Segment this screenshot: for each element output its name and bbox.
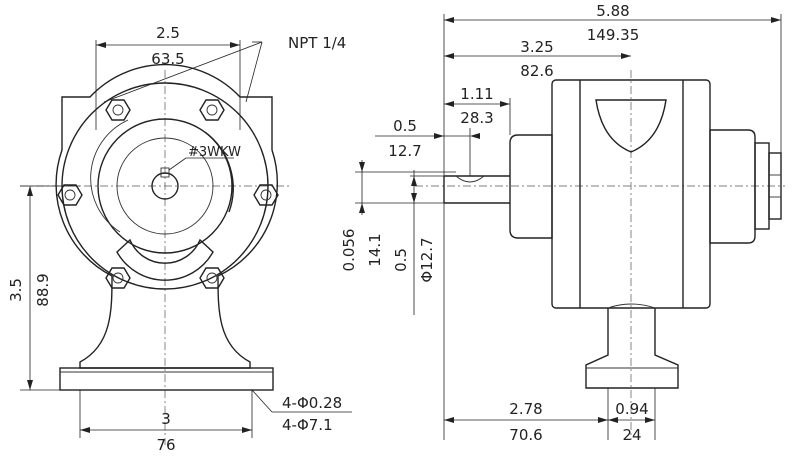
npt-leader-1 <box>103 41 263 103</box>
front-top-width-mm: 63.5 <box>151 50 184 68</box>
side-shaft-dia-mm: Φ12.7 <box>418 237 436 282</box>
front-bolt-right <box>253 184 279 206</box>
holes-note-mm: 4-Φ7.1 <box>282 416 333 434</box>
holes-leader <box>251 389 273 413</box>
keyway-leader <box>168 157 187 171</box>
side-overall-in: 5.88 <box>596 2 629 20</box>
side-hub-mm: 28.3 <box>460 109 493 127</box>
side-rear-cap <box>709 129 756 244</box>
side-center-in: 3.25 <box>520 38 553 56</box>
front-view: 2.5 63.5 NPT 1/4 #3WKW 3.5 88.9 3 76 4-Φ… <box>7 24 352 454</box>
front-base-width-in: 3 <box>161 410 171 428</box>
front-base-flange <box>59 367 274 391</box>
side-base-right-in: 0.94 <box>615 400 648 418</box>
side-view: 5.88 149.35 3.25 82.6 1.11 28.3 0.5 12.7… <box>340 2 785 444</box>
side-pedestal-web <box>607 303 656 309</box>
side-key-in: 0.5 <box>393 117 417 135</box>
shaft-key <box>455 175 485 183</box>
front-height-in: 3.5 <box>7 278 25 302</box>
holes-note-in: 4-Φ0.28 <box>282 394 342 412</box>
front-inner-circle <box>97 118 233 254</box>
front-bolt-top-right <box>199 99 225 121</box>
front-bolt-left <box>57 184 83 206</box>
side-overall-mm: 149.35 <box>587 26 640 44</box>
npt-note: NPT 1/4 <box>288 34 346 52</box>
front-top-width-in: 2.5 <box>156 24 180 42</box>
front-height-mm: 88.9 <box>34 273 52 306</box>
side-key-depth-mm: 14.1 <box>366 233 384 266</box>
npt-leader-2 <box>245 41 263 103</box>
front-bolt-bottom-left <box>105 267 131 289</box>
front-keyway <box>160 167 170 178</box>
front-partial-arc-left <box>90 119 129 233</box>
keyway-label: #3WKW <box>188 145 241 160</box>
front-bolt-top-left <box>105 99 131 121</box>
side-rear-nut <box>768 152 782 220</box>
front-partial-arc <box>204 131 234 213</box>
side-base-left-in: 2.78 <box>509 400 542 418</box>
side-base-left-mm: 70.6 <box>509 426 542 444</box>
front-hub-circle <box>116 137 214 235</box>
front-port-slot <box>116 238 214 281</box>
side-center-mm: 82.6 <box>520 62 553 80</box>
side-front-hub <box>509 134 553 239</box>
front-shaft-circle <box>151 172 179 200</box>
side-key-depth-in: 0.056 <box>340 229 358 272</box>
side-port-window <box>595 99 667 153</box>
side-pedestal <box>585 308 679 389</box>
side-hub-in: 1.11 <box>460 85 493 103</box>
front-bolt-bottom-right <box>199 267 225 289</box>
front-base-width-mm: 76 <box>156 436 175 454</box>
front-body-outline <box>55 63 279 369</box>
side-key-mm: 12.7 <box>388 142 421 160</box>
side-base-right-mm: 24 <box>622 426 641 444</box>
side-shaft-dia-in: 0.5 <box>392 248 410 272</box>
